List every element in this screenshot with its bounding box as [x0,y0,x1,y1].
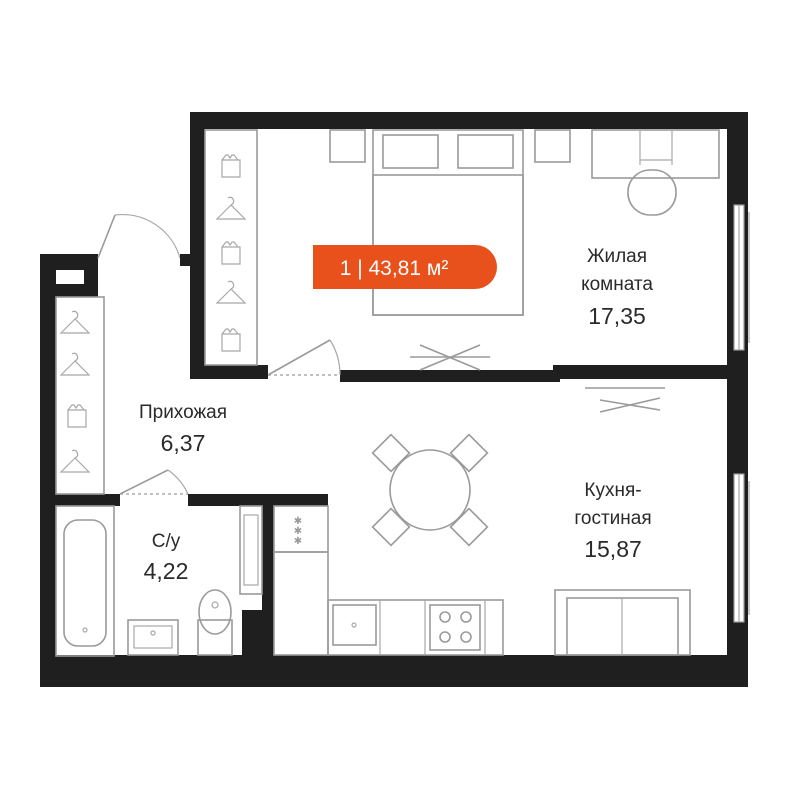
toilet [197,589,233,656]
fridge: ✱ ✱ ✱ [273,505,329,553]
dining-table [371,433,489,547]
wardrobe-hall [55,296,105,495]
washing-machine [239,505,263,595]
walls [40,112,748,687]
room-living-area: 17,35 [588,303,646,329]
desk-chair [591,129,720,216]
sink [127,619,179,656]
hanger-icon [59,449,91,473]
room-kitchen-name-2: гостиная [574,508,651,529]
room-living: Жилая комната 17,35 [581,246,653,329]
room-kitchen: Кухня- гостиная 15,87 [574,480,651,562]
hanger-icon [215,196,247,220]
room-hall-name: Прихожая [139,402,227,423]
kitchen-counter [273,551,504,656]
window-bedroom [738,205,750,350]
room-kitchen-name-1: Кухня- [584,480,641,501]
tv-kitchen [585,387,665,413]
folded-clothes-icon [221,241,241,265]
svg-text:✱: ✱ [294,526,302,537]
hall-wardrobe-items [59,310,91,473]
room-living-name-1: Жилая [587,246,647,267]
bathtub [55,505,115,657]
folded-clothes-icon [221,154,241,178]
hanger-icon [59,310,91,334]
wardrobe-bedroom [204,129,258,366]
room-bath-area: 4,22 [144,558,189,584]
sofa [554,589,691,656]
hanger-icon [59,352,91,376]
hanger-icon [215,280,247,304]
room-kitchen-area: 15,87 [584,536,642,562]
room-bath-name: С/у [152,531,181,552]
stove [429,604,481,651]
kitchen-sink [332,604,377,646]
room-living-name-2: комната [581,274,653,295]
folded-clothes-icon [221,328,241,352]
svg-text:✱: ✱ [294,536,302,547]
area-badge-text: 1 | 43,81 м² [340,257,449,280]
hall-door [119,469,189,495]
entrance-door [97,213,192,266]
svg-text:✱: ✱ [294,516,302,527]
room-bath: С/у 4,22 [144,531,189,584]
area-badge: 1 | 43,81 м² [313,245,497,289]
window-kitchen [738,474,750,622]
bedroom-door [267,339,341,376]
bedroom-wardrobe-items [215,154,247,352]
folded-clothes-icon [67,404,87,428]
room-hall: Прихожая 6,37 [139,402,227,456]
tv-bedroom [410,344,490,371]
room-hall-area: 6,37 [161,430,206,456]
